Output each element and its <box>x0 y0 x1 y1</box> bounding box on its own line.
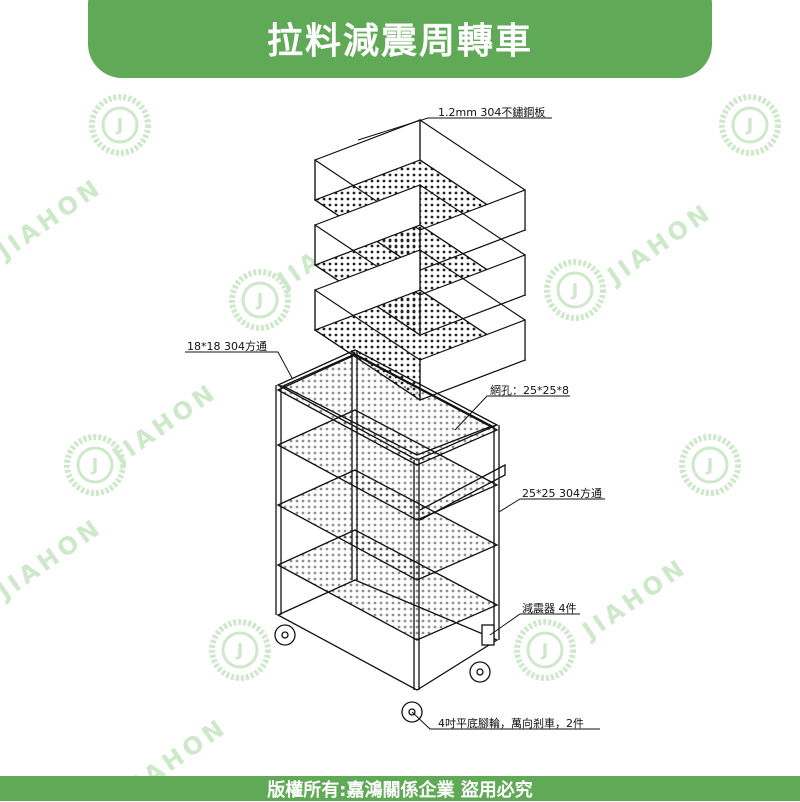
title-banner: 拉料減震周轉車 <box>88 0 712 78</box>
page-title: 拉料減震周轉車 <box>266 21 533 62</box>
label-plate: 1.2mm 304不鏽鋼板 <box>438 106 546 119</box>
label-tube-small: 18*18 304方通 <box>187 340 267 353</box>
copyright-footer: 版權所有:嘉鴻關係企業 盜用必究 <box>0 776 800 801</box>
cart-frame <box>274 349 506 723</box>
copyright-text: 版權所有:嘉鴻關係企業 盜用必究 <box>267 779 533 801</box>
leader-lines <box>185 117 605 730</box>
label-mesh: 網孔：25*25*8 <box>490 384 569 397</box>
label-caster: 4吋平底腳輪，萬向剎車，2件 <box>438 717 584 730</box>
label-tube-large: 25*25 304方通 <box>522 487 602 500</box>
label-damper: 減震器 4件 <box>522 602 577 615</box>
